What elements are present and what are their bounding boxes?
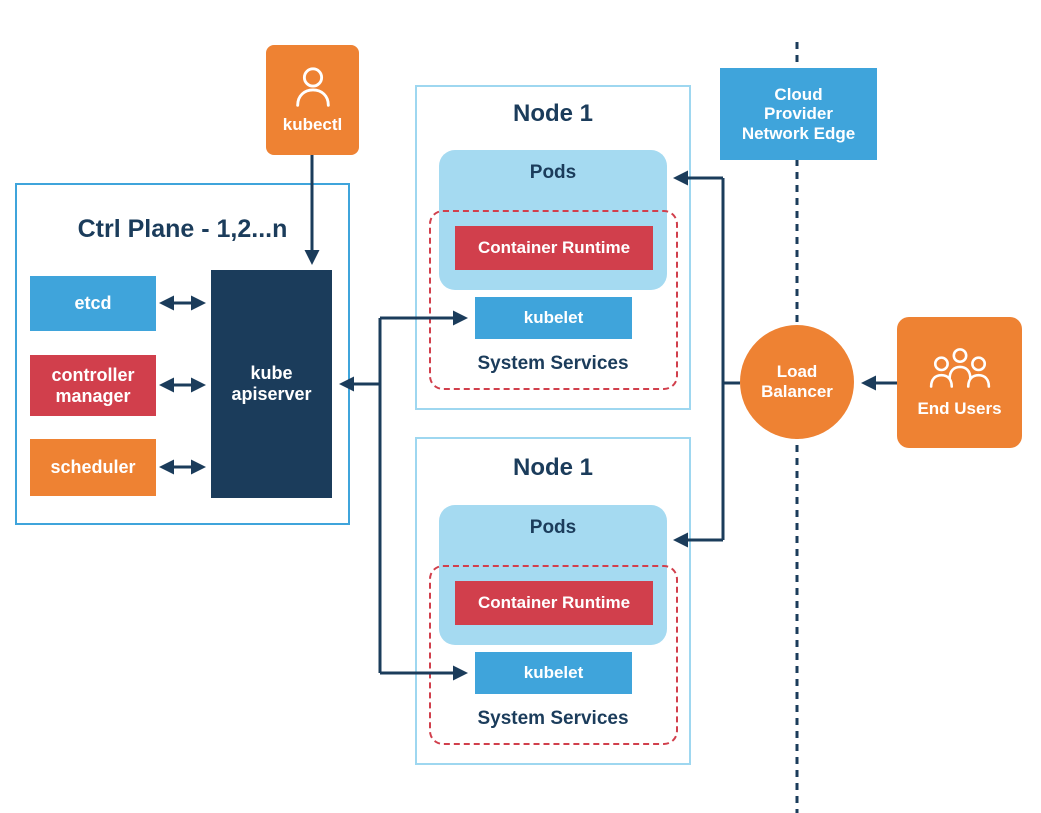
etcd-label: etcd xyxy=(74,293,112,314)
node-bottom-container-runtime-box: Container Runtime xyxy=(455,581,653,625)
scheduler-box: scheduler xyxy=(30,439,156,496)
etcd-box: etcd xyxy=(30,276,156,331)
node-top-system-services-outline xyxy=(429,210,678,390)
node-top-kubelet-label: kubelet xyxy=(523,308,584,328)
control-plane-title: Ctrl Plane - 1,2...n xyxy=(77,215,288,243)
node-bottom-box: Node 1 Pods Container Runtime kubelet Sy… xyxy=(415,437,691,765)
load-balancer-label: Load Balancer xyxy=(761,362,833,401)
kube-apiserver-label: kube apiserver xyxy=(231,363,312,404)
node-bottom-kubelet-box: kubelet xyxy=(475,652,632,694)
node-top-pods-label: Pods xyxy=(529,162,577,183)
node-top-system-services-label: System Services xyxy=(477,353,629,374)
cloud-provider-network-edge-box: Cloud Provider Network Edge xyxy=(720,68,877,160)
cloud-edge-line2: Provider xyxy=(764,104,833,124)
users-group-icon xyxy=(929,347,990,388)
node-bottom-container-runtime-label: Container Runtime xyxy=(477,593,631,613)
node-bottom-kubelet-label: kubelet xyxy=(523,663,584,683)
node-bottom-title: Node 1 xyxy=(512,454,593,481)
controller-manager-label: controller manager xyxy=(51,364,135,406)
node-top-kubelet-box: kubelet xyxy=(475,297,632,339)
kubectl-box: kubectl xyxy=(266,45,359,155)
cloud-edge-line1: Cloud xyxy=(774,84,823,104)
kube-apiserver-box: kube apiserver xyxy=(211,270,332,498)
load-balancer-circle: Load Balancer xyxy=(740,325,854,439)
control-plane-box: Ctrl Plane - 1,2...n etcd controller man… xyxy=(15,183,350,525)
end-users-box: End Users xyxy=(897,317,1022,448)
node-top-title: Node 1 xyxy=(512,100,593,127)
node-top-container-runtime-label: Container Runtime xyxy=(477,238,631,258)
node-bottom-system-services-label: System Services xyxy=(477,708,629,729)
scheduler-label: scheduler xyxy=(50,457,136,478)
node-top-box: Node 1 Pods Container Runtime kubelet Sy… xyxy=(415,85,691,410)
user-icon xyxy=(295,67,330,107)
end-users-label: End Users xyxy=(917,398,1002,418)
node-bottom-pods-label: Pods xyxy=(529,517,577,538)
kubectl-label: kubectl xyxy=(282,115,343,135)
controller-manager-box: controller manager xyxy=(30,355,156,416)
node-bottom-system-services-outline xyxy=(429,565,678,745)
cloud-edge-line3: Network Edge xyxy=(741,123,856,143)
node-top-container-runtime-box: Container Runtime xyxy=(455,226,653,270)
